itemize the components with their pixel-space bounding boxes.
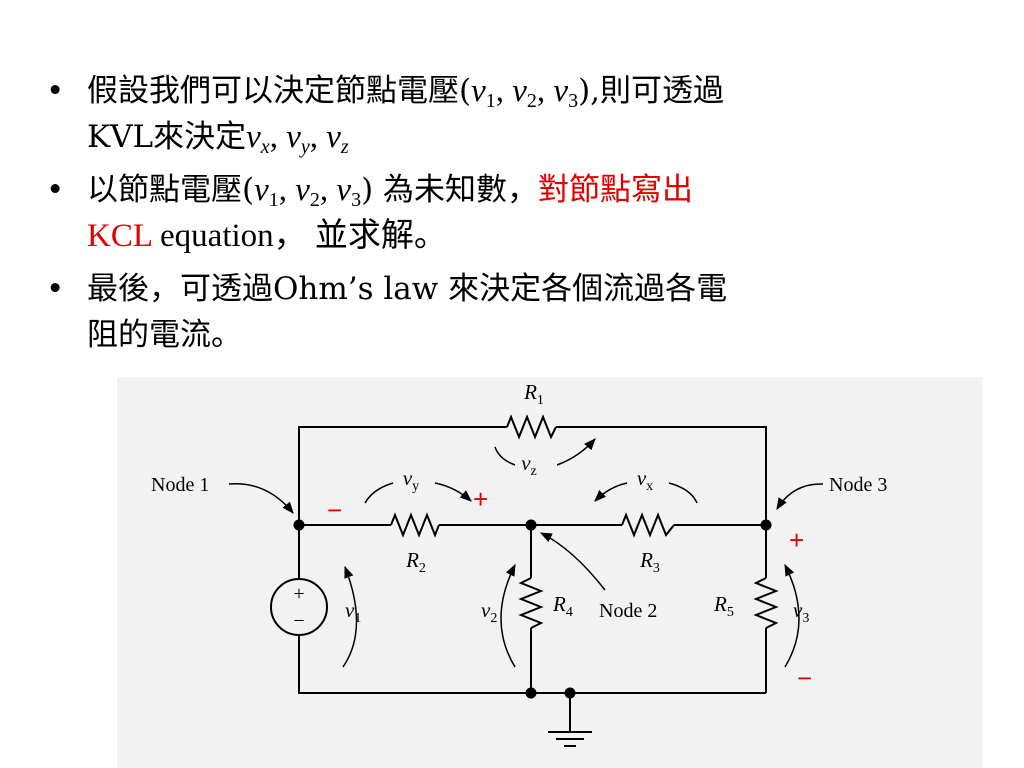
junction-ground-2 bbox=[564, 687, 576, 699]
bullet-2-line-1: 以節點電壓(v1, v2, v3) 為未知數，對節點寫出 bbox=[87, 167, 1015, 213]
bullet-dot: • bbox=[46, 172, 65, 208]
var: v bbox=[336, 172, 352, 208]
circuit-diagram: + − R1 R2 R3 R4 R5 vz vy vx v1 v2 v3 Nod… bbox=[117, 377, 982, 768]
ground-icon bbox=[548, 731, 592, 747]
sub: 1 bbox=[485, 90, 496, 112]
var: v bbox=[246, 119, 261, 155]
text: ) 為未知數， bbox=[361, 172, 539, 208]
sub: y bbox=[300, 136, 310, 158]
sign-v3-minus: − bbox=[797, 663, 812, 693]
arrow-node2 bbox=[539, 532, 606, 591]
sign-v3-plus: + bbox=[789, 525, 804, 555]
text: KVL來決定 bbox=[87, 119, 247, 155]
sub: x bbox=[260, 136, 270, 158]
text: 假設我們可以決定節點電壓( bbox=[87, 73, 472, 109]
bullet-3-line-1: 最後，可透過Ohm’s law 來決定各個流過各電 bbox=[87, 271, 728, 307]
sub: 3 bbox=[351, 189, 362, 211]
voltage-source: + − bbox=[270, 578, 328, 636]
bullet-1-line-2: KVL來決定vx, vy, vz bbox=[87, 114, 1015, 160]
sep: , bbox=[495, 73, 513, 109]
text: 以節點電壓( bbox=[87, 172, 255, 208]
arrow-vx-right bbox=[668, 482, 698, 504]
source-plus: + bbox=[293, 583, 304, 605]
sep: , bbox=[536, 73, 554, 109]
bullet-1: • 假設我們可以決定節點電壓(v1, v2, v3),則可透過 KVL來決定vx… bbox=[40, 68, 1015, 160]
arrow-vx-left bbox=[594, 482, 628, 502]
source-minus: − bbox=[293, 610, 304, 632]
bullet-list: • 假設我們可以決定節點電壓(v1, v2, v3),則可透過 KVL來決定vx… bbox=[40, 68, 1015, 365]
arrow-node3 bbox=[776, 483, 824, 511]
var: v bbox=[512, 73, 527, 109]
arrow-vz-right bbox=[556, 438, 596, 466]
label-r5: R5 bbox=[713, 592, 734, 620]
highlight-text: KCL bbox=[87, 218, 152, 254]
arrow-vy-right bbox=[434, 482, 472, 502]
resistor-r1 bbox=[506, 414, 557, 440]
arrow-vz-left bbox=[494, 446, 516, 466]
sign-node1-minus: − bbox=[327, 495, 342, 525]
resistor-r4 bbox=[518, 577, 544, 629]
wires bbox=[298, 426, 767, 732]
sub: 1 bbox=[268, 189, 279, 211]
source-circle bbox=[270, 578, 328, 636]
var: v bbox=[471, 73, 486, 109]
highlight-text: 對節點寫出 bbox=[538, 172, 694, 208]
resistor-r3 bbox=[621, 512, 675, 538]
label-node-3: Node 3 bbox=[829, 474, 887, 496]
bullet-3-line-2: 阻的電流。 bbox=[87, 317, 242, 353]
var: v bbox=[254, 172, 269, 208]
arrow-v3 bbox=[784, 563, 800, 668]
sign-vy-plus: + bbox=[473, 484, 488, 514]
bullet-2-line-2: KCL equation， 並求解。 bbox=[87, 213, 1015, 259]
label-vx: vx bbox=[637, 466, 653, 494]
junction-node-1 bbox=[293, 519, 305, 531]
resistor-r2 bbox=[390, 512, 440, 538]
text: equation， 並求解。 bbox=[151, 218, 447, 254]
sub: 2 bbox=[309, 189, 320, 211]
label-r3: R3 bbox=[639, 548, 660, 576]
label-v2: v2 bbox=[481, 598, 497, 626]
junction-node-2 bbox=[525, 519, 537, 531]
sub: z bbox=[340, 136, 349, 158]
label-v3: v3 bbox=[793, 598, 809, 626]
var: v bbox=[326, 119, 341, 155]
label-r2: R2 bbox=[405, 548, 426, 576]
sep: , bbox=[309, 119, 327, 155]
sub: 2 bbox=[526, 90, 537, 112]
sep: , bbox=[319, 172, 337, 208]
arrow-v2 bbox=[500, 563, 516, 668]
var: v bbox=[553, 73, 569, 109]
arrow-node1 bbox=[228, 483, 294, 514]
text: ),則可透過 bbox=[578, 73, 725, 109]
label-v1: v1 bbox=[345, 598, 361, 626]
label-r4: R4 bbox=[552, 592, 573, 620]
var: v bbox=[295, 172, 310, 208]
bullet-3: • 最後，可透過Ohm’s law 來決定各個流過各電 阻的電流。 bbox=[40, 266, 1015, 358]
label-r1: R1 bbox=[523, 380, 544, 408]
label-node-2: Node 2 bbox=[599, 600, 657, 622]
junction-ground-1 bbox=[525, 687, 537, 699]
arrow-v1 bbox=[342, 565, 358, 668]
resistor-r5 bbox=[753, 577, 779, 629]
junction-node-3 bbox=[760, 519, 772, 531]
bullet-dot: • bbox=[46, 271, 65, 307]
bullet-2: • 以節點電壓(v1, v2, v3) 為未知數，對節點寫出 KCL equat… bbox=[40, 167, 1015, 259]
var: v bbox=[286, 119, 301, 155]
bullet-dot: • bbox=[46, 73, 65, 109]
sep: , bbox=[269, 119, 287, 155]
label-vy: vy bbox=[403, 466, 419, 494]
sub: 3 bbox=[568, 90, 579, 112]
arrow-vy-left bbox=[364, 482, 394, 504]
bullet-1-line-1: 假設我們可以決定節點電壓(v1, v2, v3),則可透過 bbox=[87, 68, 1015, 114]
label-node-1: Node 1 bbox=[151, 474, 209, 496]
label-vz: vz bbox=[521, 451, 537, 479]
sep: , bbox=[278, 172, 296, 208]
